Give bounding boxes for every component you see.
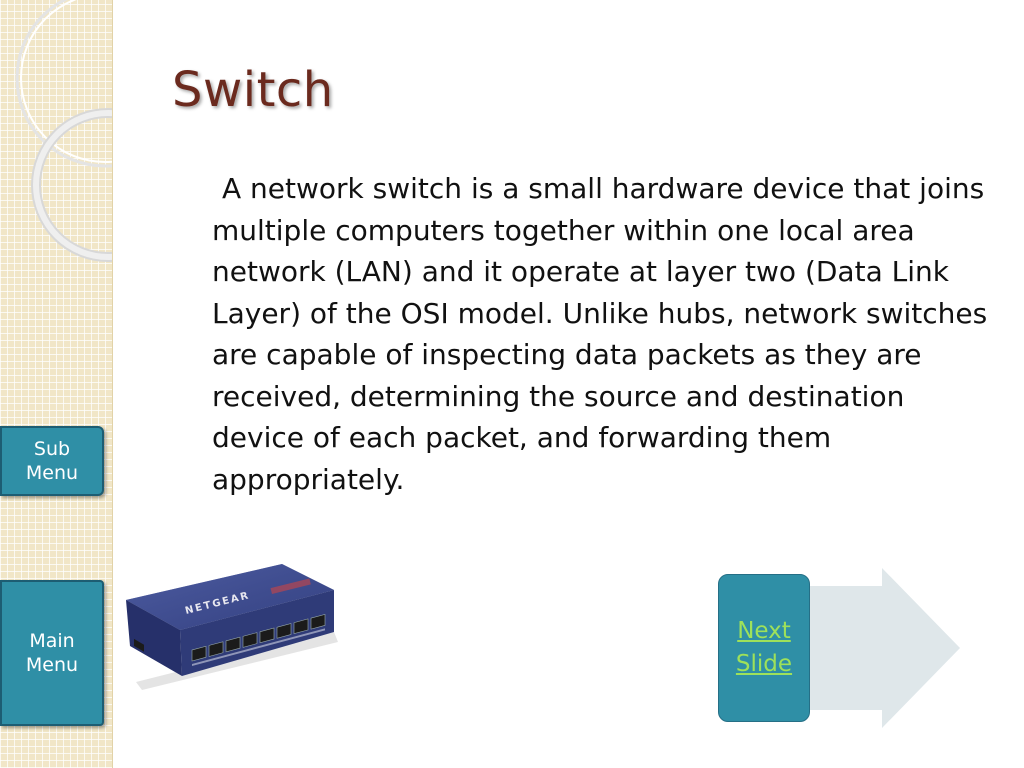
body-line: source and destination device of each pa… (212, 379, 905, 455)
body-line: two (Data Link Layer) of the OSI model. … (212, 255, 949, 330)
body-line: joins multiple computers together within… (212, 172, 985, 247)
slide-title: Switch (172, 62, 334, 118)
next-slide-label-line1: Next (737, 618, 791, 644)
sub-menu-label-line1: Sub (33, 438, 71, 460)
sub-menu-button[interactable]: Sub Menu (0, 426, 104, 496)
body-line: A network switch is a small hardware dev… (222, 172, 920, 205)
main-menu-label-line2: Menu (25, 654, 79, 676)
decorative-circles-icon (15, 0, 112, 262)
main-menu-button[interactable]: Main Menu (0, 580, 104, 726)
body-line: data packets as they are received, deter… (212, 338, 922, 413)
body-line: hubs, network switches are capable of in… (212, 296, 988, 372)
body-line: forwarding them appropriately. (212, 421, 832, 496)
network-switch-image: NETGEAR (126, 564, 338, 690)
slide-body-text: A network switch is a small hardware dev… (212, 168, 1002, 500)
next-slide-label-line2: Slide (735, 651, 793, 677)
next-slide-button[interactable]: Next Slide (718, 574, 810, 722)
chevron-right-icon (800, 568, 960, 728)
body-line: local area network (LAN) and it operate … (212, 213, 915, 289)
main-menu-label-line1: Main (29, 630, 75, 652)
sub-menu-label-line2: Menu (25, 462, 79, 484)
